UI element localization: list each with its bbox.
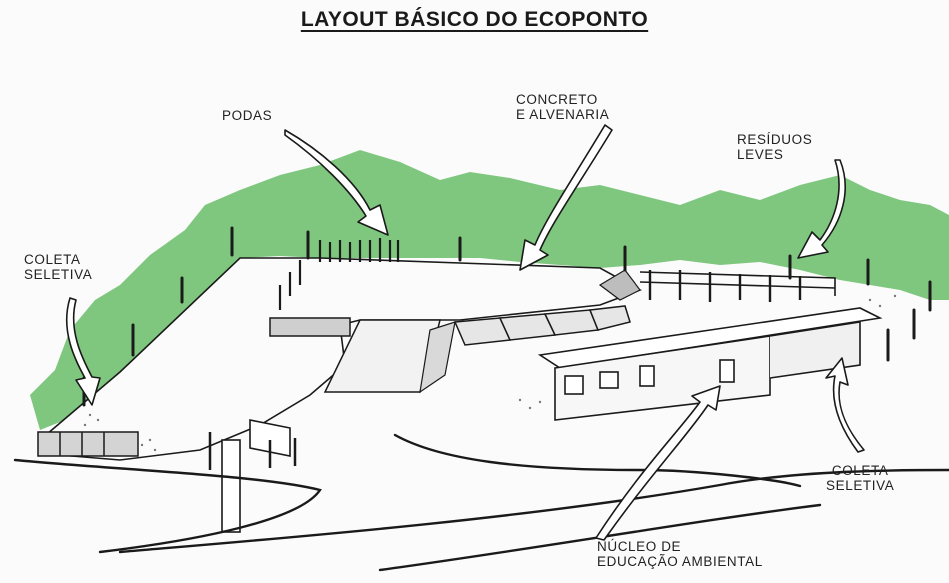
label-coleta-left-line2: SELETIVA <box>24 267 93 282</box>
label-nucleo-line1: NÚCLEO DE <box>597 539 682 554</box>
label-nucleo-line2: EDUCAÇÃO AMBIENTAL <box>597 554 763 569</box>
concrete-containers <box>453 305 631 346</box>
residuos-fence <box>639 270 836 302</box>
label-residuos-leves: RESÍDUOS LEVES <box>737 132 812 162</box>
arrow-residuos <box>797 159 846 259</box>
label-coleta-left-line1: COLETA <box>24 252 81 267</box>
label-concreto-alvenaria: CONCRETO E ALVENARIA <box>516 92 609 122</box>
label-nucleo-educacao-ambiental: NÚCLEO DE EDUCAÇÃO AMBIENTAL <box>597 539 763 569</box>
ramp-side <box>419 321 456 394</box>
label-coleta-right-line1: COLETA <box>831 463 889 478</box>
arrow-coleta-right <box>825 357 865 453</box>
vegetation-area <box>30 150 949 430</box>
label-residuos-line1: RESÍDUOS <box>737 132 813 147</box>
label-concreto-line2: E ALVENARIA <box>516 107 610 122</box>
coleta-bins-left <box>37 431 139 457</box>
label-podas: PODAS <box>222 108 272 123</box>
arrow-concreto <box>519 124 613 271</box>
ramp-top <box>598 269 641 301</box>
entrance <box>208 419 297 533</box>
arrow-nucleo <box>595 385 721 541</box>
label-coleta-right-line2: SELETIVA <box>826 478 895 493</box>
podas-fence <box>278 238 400 310</box>
podas-container <box>269 317 351 337</box>
label-coleta-seletiva-right: COLETA SELETIVA <box>826 463 894 493</box>
arrow-coleta-left <box>65 297 101 406</box>
label-residuos-line2: LEVES <box>737 147 784 162</box>
label-podas-line1: PODAS <box>222 108 273 123</box>
label-arrows <box>65 124 865 541</box>
label-concreto-line1: CONCRETO <box>516 92 598 107</box>
label-coleta-seletiva-left: COLETA SELETIVA <box>24 252 92 282</box>
arrow-podas <box>284 129 389 236</box>
diagram-title: LAYOUT BÁSICO DO ECOPONTO <box>300 8 649 31</box>
rubble <box>83 294 897 452</box>
